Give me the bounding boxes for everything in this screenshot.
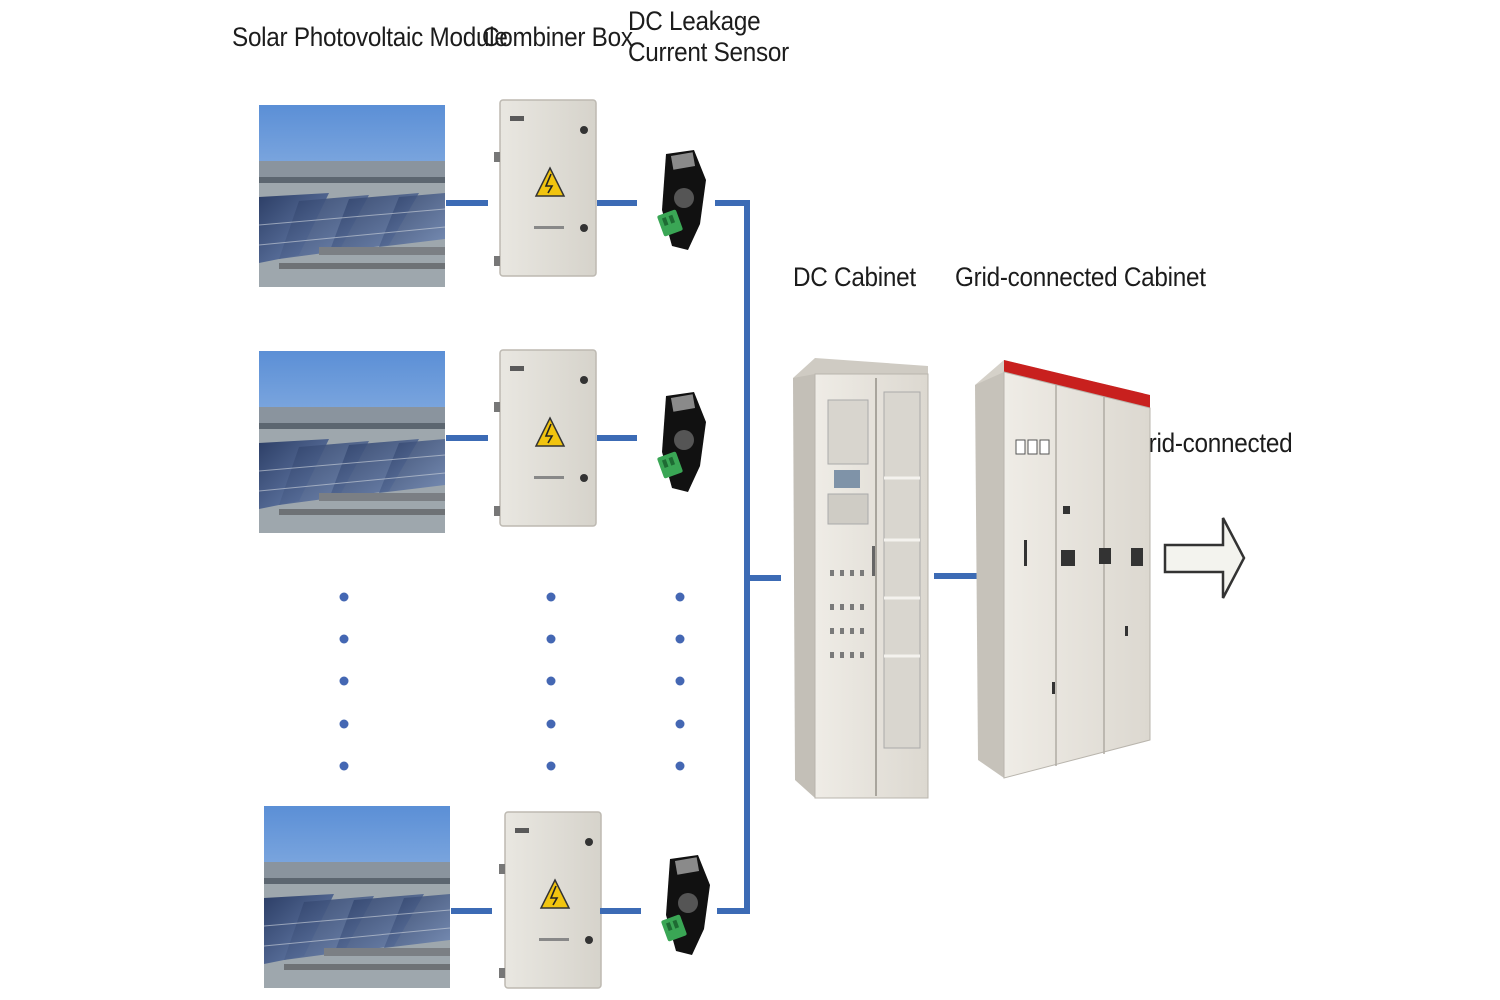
right-arrow-icon [1163, 517, 1246, 599]
ellipsis-dots [339, 592, 685, 771]
dot [546, 634, 556, 644]
label-dc-leakage-sensor: DC Leakage Current Sensor [628, 6, 789, 68]
dot [546, 761, 556, 771]
leakage-sensor-icon-row-n [660, 855, 710, 955]
dot [339, 676, 349, 686]
leakage-sensor-icon-row-1 [656, 150, 706, 250]
dot [675, 676, 685, 686]
label-dc-cabinet: DC Cabinet [793, 262, 916, 292]
combiner-box-icon-row-n [498, 811, 602, 989]
leakage-sensor-icon-row-2 [656, 392, 706, 492]
label-combiner-box: Combiner Box [482, 22, 633, 52]
row-2 [258, 349, 706, 534]
dot [546, 676, 556, 686]
row-n [263, 805, 710, 989]
bus-bar [715, 200, 781, 914]
combiner-box-icon-row-2 [493, 349, 597, 527]
dot [339, 634, 349, 644]
dot [675, 719, 685, 729]
combiner-box-icon-row-1 [493, 99, 597, 277]
pv-module-icon-row-n [263, 805, 451, 989]
row-1 [258, 99, 706, 288]
label-sensor-line-2: Current Sensor [628, 37, 790, 68]
dot [339, 592, 349, 602]
pv-module-icon-row-2 [258, 350, 446, 534]
dot [546, 719, 556, 729]
dot [675, 634, 685, 644]
label-grid-connected-cabinet: Grid-connected Cabinet [955, 262, 1206, 292]
pv-module-icon-row-1 [258, 104, 446, 288]
dot [675, 761, 685, 771]
dot [546, 592, 556, 602]
dot [339, 761, 349, 771]
dot [339, 719, 349, 729]
label-grid-connected: Grid-connected [1130, 428, 1293, 458]
grid-cabinet-icon [975, 360, 1151, 779]
label-sensor-line-1: DC Leakage [628, 6, 761, 36]
bus-bar-vertical [715, 200, 750, 914]
label-pv-module: Solar Photovoltaic Module [232, 22, 508, 52]
dc-cabinet-icon [793, 358, 929, 799]
dot [675, 592, 685, 602]
